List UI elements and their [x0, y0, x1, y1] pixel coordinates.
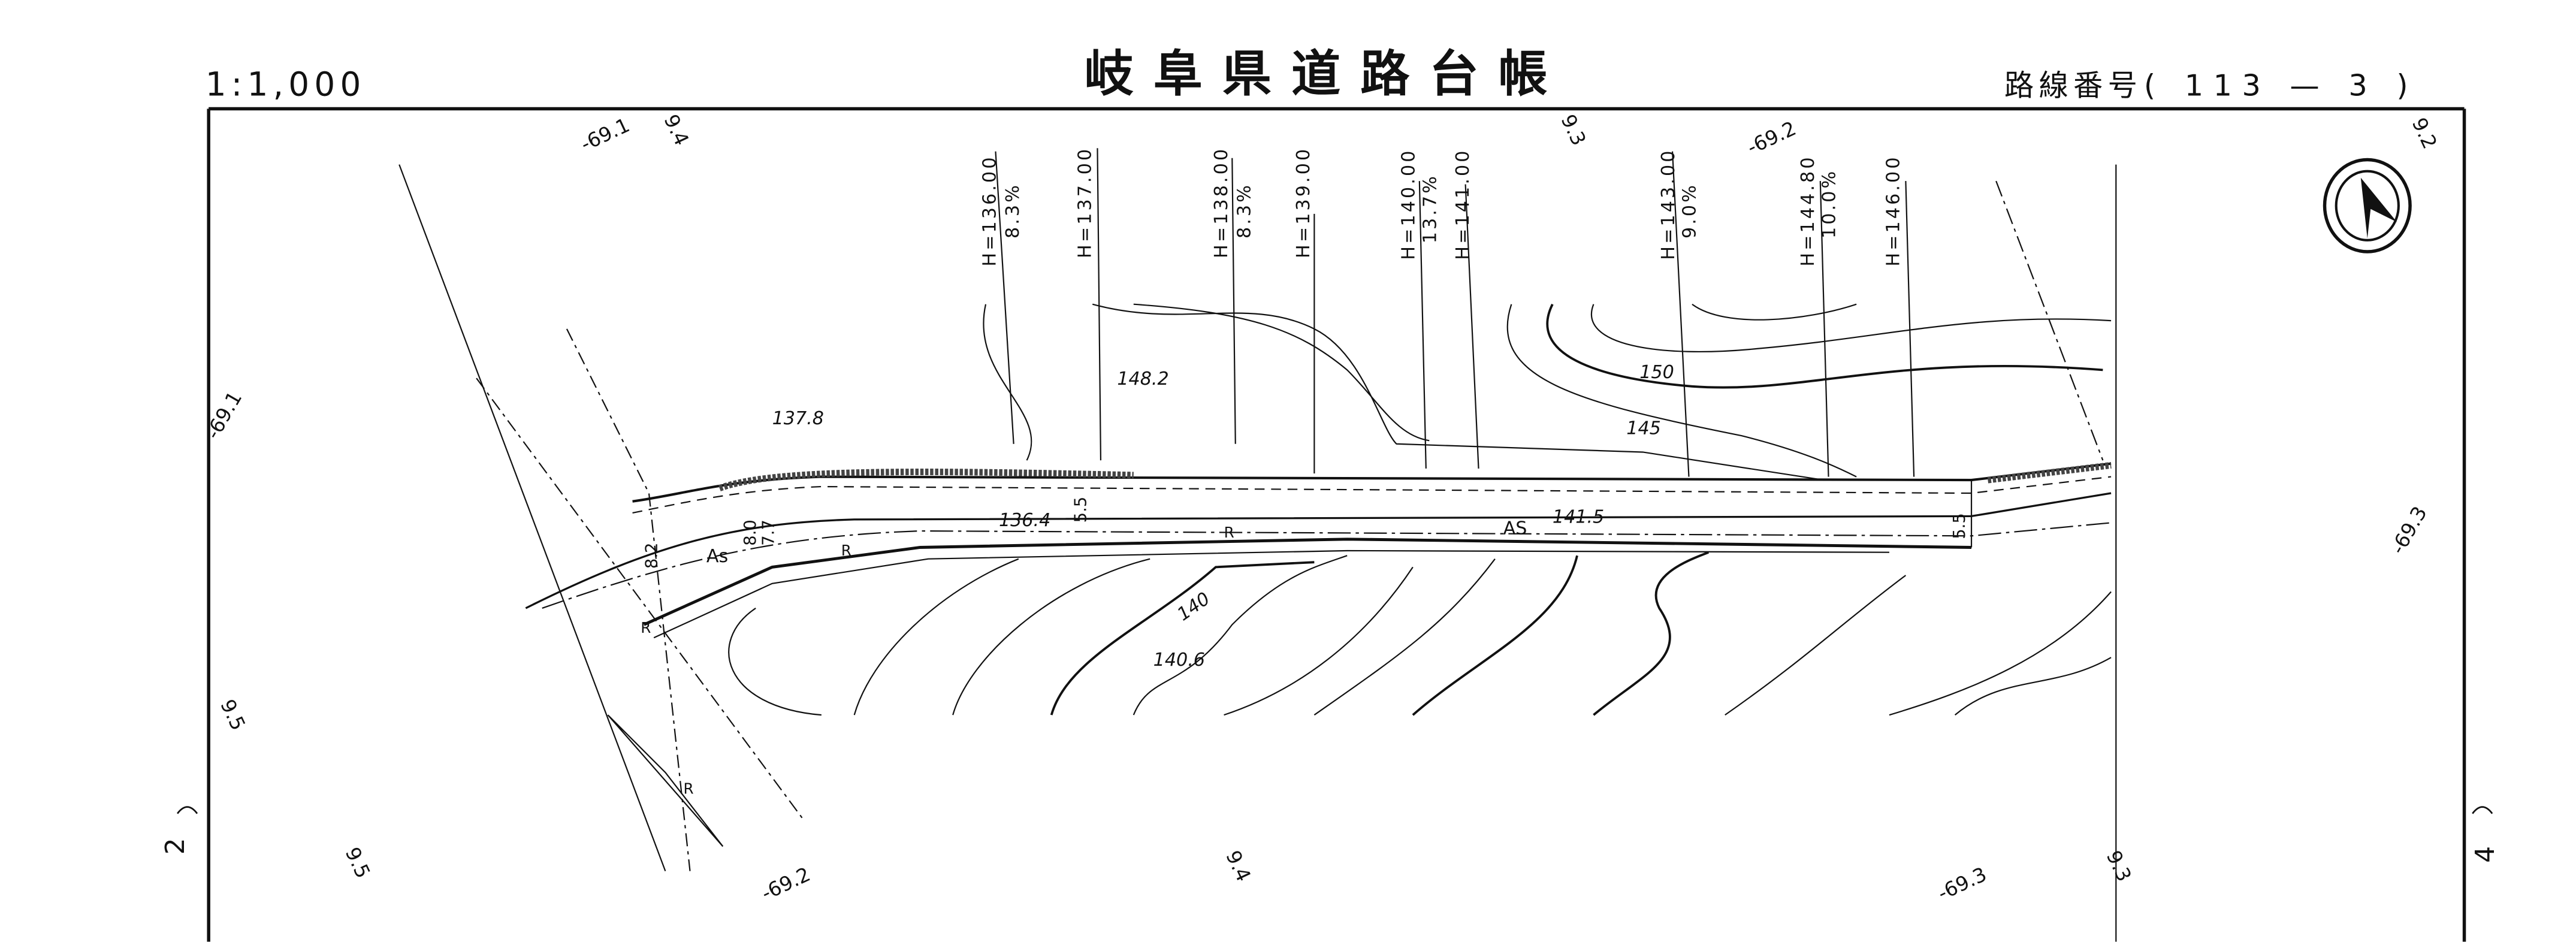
map-frame: [207, 107, 2466, 942]
route-number: ( 113 — 3 ): [2144, 68, 2418, 103]
svg-text:8.3%: 8.3%: [1234, 183, 1255, 238]
map-title: 岐阜県道路台帳: [1085, 46, 1568, 102]
svg-text:145: 145: [1626, 418, 1661, 439]
svg-text:As: As: [706, 546, 728, 567]
svg-text:9.3: 9.3: [2102, 847, 2136, 885]
retaining-wall-label: R: [841, 542, 851, 559]
grid-labels: -69.1 9.4 9.3 -69.2 9.2 -69.1 9.5 -69.3 …: [201, 111, 2442, 905]
svg-text:140: 140: [1174, 588, 1214, 626]
sheet-link-left[interactable]: 2: [160, 838, 191, 855]
svg-text:137.8: 137.8: [772, 408, 824, 429]
svg-text:-69.2: -69.2: [758, 862, 814, 905]
svg-text:5.5: 5.5: [1950, 513, 1969, 539]
svg-text:-69.3: -69.3: [1934, 862, 1991, 905]
svg-text:9.5: 9.5: [341, 844, 375, 882]
svg-text:H=139.00: H=139.00: [1293, 147, 1314, 258]
svg-text:9.4: 9.4: [1221, 847, 1255, 885]
svg-text:H=137.00: H=137.00: [1074, 147, 1095, 258]
svg-text:AS: AS: [1503, 518, 1527, 539]
svg-text:H=140.00: H=140.00: [1399, 148, 1420, 259]
svg-text:H=138.00: H=138.00: [1211, 147, 1232, 258]
svg-text:-69.1: -69.1: [577, 113, 633, 156]
contour-lines: [728, 303, 2112, 716]
svg-text:9.0%: 9.0%: [1679, 183, 1700, 238]
road: [525, 461, 2112, 639]
elevation-labels: 137.8 148.2 150 145 140 140.6: [772, 362, 1674, 671]
sheet-link-right[interactable]: 4: [2470, 846, 2500, 863]
svg-text:141.5: 141.5: [1553, 506, 1604, 527]
svg-text:R: R: [641, 619, 651, 636]
svg-text:9.4: 9.4: [659, 111, 693, 149]
svg-text:9.5: 9.5: [216, 696, 250, 734]
svg-text:-69.2: -69.2: [1744, 116, 1800, 159]
svg-text:8.3%: 8.3%: [1002, 183, 1023, 238]
svg-text:7.7: 7.7: [759, 520, 778, 546]
svg-text:140.6: 140.6: [1153, 650, 1205, 671]
road-labels: As AS R R R R 8.2 8.0 7.7 5.5 5.5 136.4 …: [641, 497, 1969, 798]
scale-label: 1:1,000: [206, 65, 366, 104]
svg-text:R: R: [684, 780, 694, 798]
svg-text:13.7%: 13.7%: [1420, 174, 1440, 243]
route-label: 路線番号: [2004, 68, 2142, 103]
north-arrow-icon: [2323, 158, 2412, 253]
svg-text:8.2: 8.2: [643, 543, 662, 569]
svg-text:150: 150: [1639, 362, 1674, 383]
svg-text:9.2: 9.2: [2408, 114, 2442, 152]
svg-text:H=141.00: H=141.00: [1452, 148, 1473, 259]
svg-text:10.0%: 10.0%: [1819, 169, 1840, 238]
svg-text:H=146.00: H=146.00: [1883, 155, 1904, 266]
svg-text:-69.3: -69.3: [2386, 502, 2432, 558]
station-labels: H=136.00 8.3% H=137.00 H=138.00 8.3% H=1…: [979, 147, 1904, 267]
svg-text:148.2: 148.2: [1117, 369, 1168, 390]
svg-text:9.3: 9.3: [1556, 111, 1590, 149]
svg-text:H=136.00: H=136.00: [979, 155, 1000, 266]
svg-text:H=144.80: H=144.80: [1798, 155, 1819, 266]
svg-text:136.4: 136.4: [999, 510, 1050, 531]
station-lines: [995, 148, 2117, 942]
svg-text:8.0: 8.0: [741, 520, 760, 546]
boundary-lines: [398, 164, 2104, 871]
svg-text:H=143.00: H=143.00: [1658, 148, 1679, 259]
svg-text:5.5: 5.5: [1071, 497, 1090, 523]
svg-text:R: R: [1224, 524, 1234, 541]
